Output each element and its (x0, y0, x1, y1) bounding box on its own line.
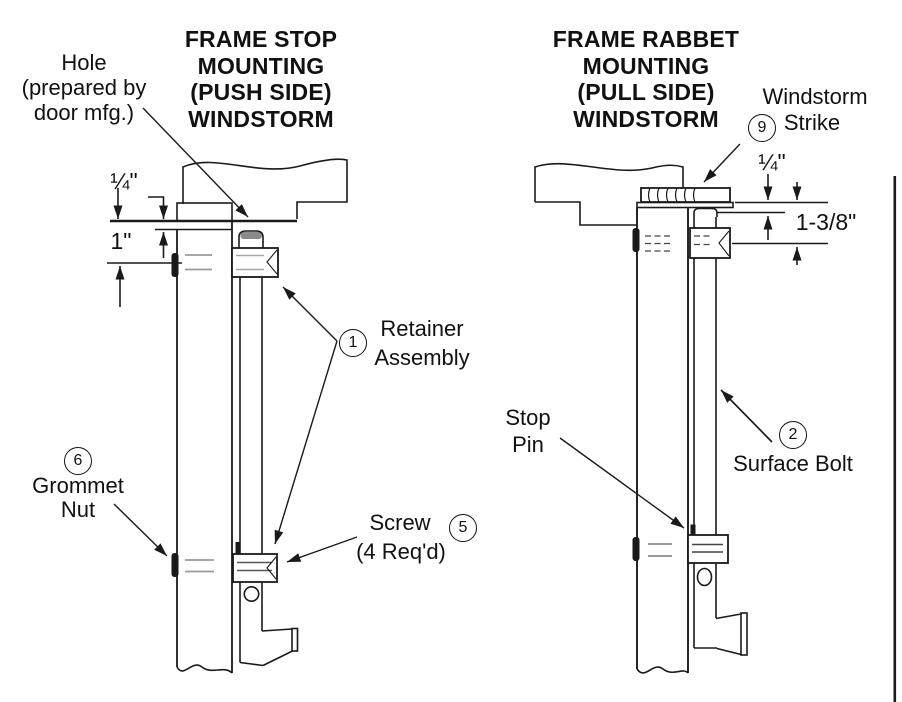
retainer-top-hidden (694, 235, 711, 246)
bolt-housing (239, 582, 263, 663)
grommet-nut-top (171, 253, 179, 277)
grommet-nut-bottom (171, 553, 179, 577)
surface-bolt-rod (693, 217, 717, 535)
left-title: FRAME STOP MOUNTING (PUSH SIDE) WINDSTOR… (155, 26, 367, 132)
retainer-top (689, 227, 731, 259)
strike-base-plate (636, 201, 734, 209)
hole-note-line: Hole (61, 50, 107, 75)
stop-pin-label-line: Stop (505, 405, 551, 430)
retainer-top-chevron (266, 249, 278, 275)
callout-number-surface-bolt: 2 (779, 421, 807, 449)
retainer-label-line: Retainer (380, 316, 464, 341)
right-title-line: FRAME RABBET (552, 26, 740, 52)
left-title-line: MOUNTING (197, 52, 325, 79)
leader-surface-bolt (720, 389, 773, 443)
hidden-screw-lines-bottom (648, 543, 672, 557)
retainer-top-chevron (718, 230, 730, 257)
right-title-line: (PULL SIDE) (577, 79, 715, 105)
leader-screw (286, 536, 358, 563)
bolt-hole (243, 585, 260, 602)
grommet-label: Grommet Nut (16, 474, 140, 522)
right-title-line: WINDSTORM (573, 105, 719, 132)
screw-qty-label: (4 Req'd) (356, 539, 446, 564)
retainer-top (231, 247, 279, 278)
bolt-cap (693, 207, 718, 217)
callout-number-screw: 5 (449, 514, 477, 542)
strike-label: Strike (783, 110, 841, 135)
grommet-label-line: Nut (60, 497, 96, 522)
page-border-right (893, 176, 897, 702)
surface-bolt-label: Surface Bolt (733, 451, 853, 476)
knob-end (291, 627, 299, 652)
right-title: FRAME RABBET MOUNTING (PULL SIDE) WINDST… (540, 26, 752, 132)
stop-pin-label: Stop Pin (488, 404, 568, 458)
frame-outline (182, 158, 348, 219)
frame-stop (176, 202, 233, 222)
bolt-cap-shade (240, 232, 262, 239)
retainer-bottom-chevron (266, 556, 277, 580)
retainer-bottom (232, 553, 278, 583)
dim-quarter-right: ¼" (758, 149, 786, 175)
grommet-nut-bottom (632, 537, 640, 561)
right-diagram (534, 143, 828, 674)
knob-top (715, 613, 742, 620)
retainer-label-line: Assembly (374, 345, 470, 370)
bolt-rod (239, 249, 263, 554)
frame-rabbet-step (535, 201, 637, 226)
stop-pin-label-line: Pin (512, 432, 544, 457)
left-title-line: WINDSTORM (188, 105, 334, 132)
leader-stop-pin (559, 437, 685, 529)
dim-one-inch: 1" (110, 228, 132, 254)
bolt-cap (238, 230, 264, 250)
retainer-bottom-detail (692, 543, 723, 553)
strike-label-top: Windstorm (762, 84, 868, 109)
bolt-hole (696, 567, 713, 587)
leader-hole (142, 107, 249, 218)
right-title-line: MOUNTING (582, 52, 710, 79)
hidden-screw-lines-bottom (185, 559, 214, 573)
door-bottom-break (636, 666, 689, 674)
door-bottom-break (176, 664, 233, 674)
leader-retainer-down (274, 340, 338, 545)
grommet-nut-top (632, 228, 640, 252)
strike-serrations (647, 187, 696, 203)
knob-top (261, 628, 293, 632)
knob-bottom (239, 650, 293, 667)
callout-number-strike: 9 (748, 114, 776, 142)
left-title-line: (PUSH SIDE) (190, 79, 332, 105)
retainer-bottom-detail (237, 561, 272, 572)
door-hidden-lines (645, 235, 671, 252)
hidden-screw-lines-top (185, 254, 212, 271)
dim-one-three-eighths: 1-3/8" (795, 209, 857, 235)
leader-strike (703, 143, 741, 183)
retainer-bottom (687, 534, 729, 564)
left-title-line: FRAME STOP (184, 26, 338, 52)
stop-pin-left (235, 542, 241, 554)
callout-number-grommet: 6 (64, 447, 92, 475)
hole-note: Hole (prepared by door mfg.) (6, 50, 162, 125)
left-diagram (107, 107, 358, 674)
stop-pin (690, 524, 696, 536)
retainer-top-detail (236, 254, 264, 271)
knob-bottom (694, 647, 742, 656)
knob-end (740, 612, 748, 656)
frame-outline (534, 162, 684, 202)
screw-label: Screw (369, 510, 431, 535)
bolt-housing (693, 563, 717, 648)
callout-number-retainer: 1 (339, 329, 367, 357)
retainer-label: Retainer Assembly (366, 314, 478, 372)
hole-note-line: (prepared by (21, 75, 147, 100)
hole-note-line: door mfg.) (33, 100, 135, 125)
leader-grommet (113, 503, 168, 557)
leader-retainer-up (282, 286, 338, 342)
dim-quarter-left: ¼" (110, 168, 138, 194)
grommet-label-line: Grommet (32, 473, 124, 498)
dim-arrow-quarter-elbow (148, 196, 168, 219)
